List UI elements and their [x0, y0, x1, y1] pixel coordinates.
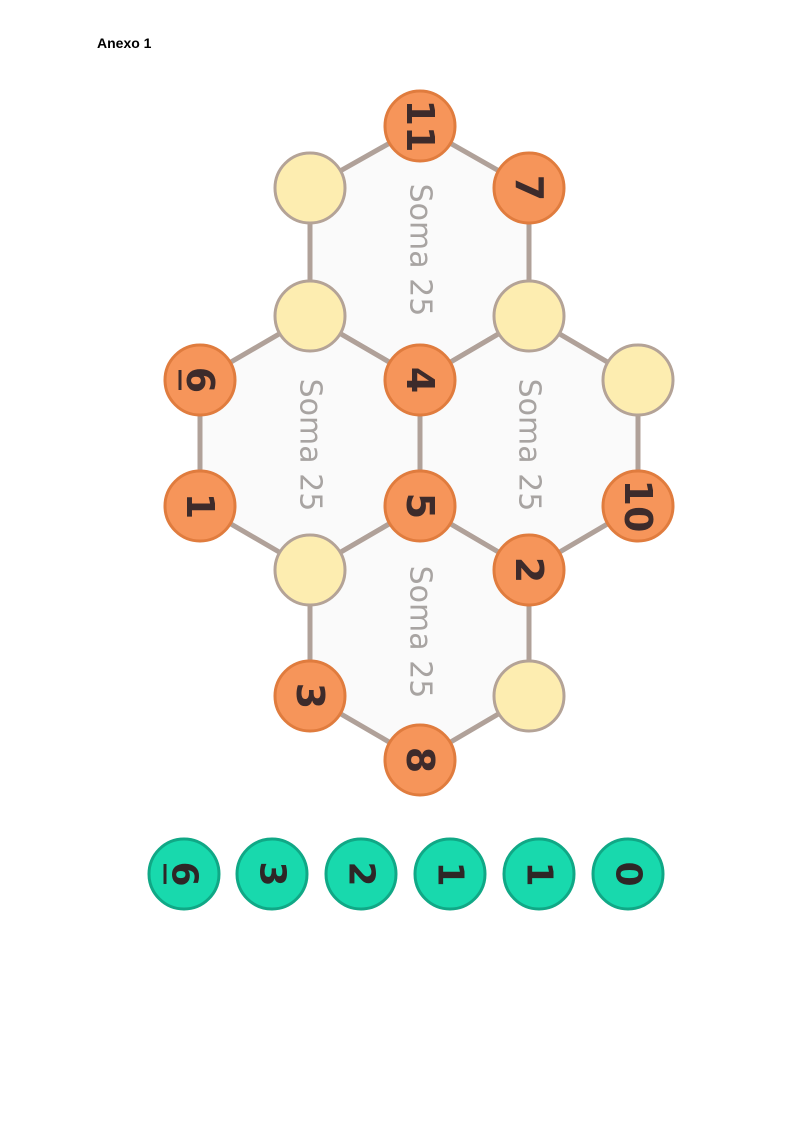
orange-circle [163, 343, 237, 417]
number-node: 8 [383, 723, 457, 797]
node-value: 11 [398, 100, 442, 153]
orange-circle [383, 343, 457, 417]
number-token[interactable]: 1 [502, 837, 576, 911]
token-value: 0 [608, 861, 649, 886]
orange-circle [163, 469, 237, 543]
token-circle [591, 837, 665, 911]
yellow-circle [273, 279, 347, 353]
node-value: 8 [398, 747, 442, 773]
number-node: 7 [492, 151, 566, 225]
number-node: 6 [163, 343, 237, 417]
node-value: 4 [398, 367, 442, 393]
token-circle [502, 837, 576, 911]
token-value: 6 [164, 861, 205, 886]
hex-sum-label: Soma 25 [512, 379, 547, 512]
number-token[interactable]: 3 [235, 837, 309, 911]
empty-node-slot[interactable] [273, 279, 347, 353]
number-node: 4 [383, 343, 457, 417]
number-token[interactable]: 1 [413, 837, 487, 911]
token-circle [324, 837, 398, 911]
empty-node-slot[interactable] [492, 279, 566, 353]
annex-title: Anexo 1 [97, 35, 152, 51]
token-circle [235, 837, 309, 911]
yellow-circle [273, 151, 347, 225]
token-value: 1 [430, 861, 471, 886]
number-node: 10 [601, 469, 675, 543]
empty-node-slot[interactable] [273, 533, 347, 607]
number-node: 2 [492, 533, 566, 607]
number-node: 3 [273, 659, 347, 733]
orange-circle [383, 469, 457, 543]
number-node: 11 [383, 89, 457, 163]
empty-node-slot[interactable] [492, 659, 566, 733]
yellow-circle [273, 533, 347, 607]
node-value: 1 [178, 493, 222, 519]
node-value: 3 [288, 683, 332, 709]
orange-circle [601, 469, 675, 543]
token-value: 3 [252, 861, 293, 886]
number-token[interactable]: 0 [591, 837, 665, 911]
number-node: 1 [163, 469, 237, 543]
node-value: 10 [616, 480, 660, 533]
token-circle [147, 837, 221, 911]
orange-circle [273, 659, 347, 733]
node-value: 7 [507, 175, 551, 201]
orange-circle [492, 151, 566, 225]
orange-circle [383, 723, 457, 797]
orange-circle [383, 89, 457, 163]
yellow-circle [492, 659, 566, 733]
node-value: 2 [507, 557, 551, 583]
token-value: 1 [519, 861, 560, 886]
hex-sum-label: Soma 25 [403, 184, 438, 317]
number-token[interactable]: 2 [324, 837, 398, 911]
number-token[interactable]: 6 [147, 837, 221, 911]
empty-node-slot[interactable] [601, 343, 675, 417]
number-node: 5 [383, 469, 457, 543]
token-value: 2 [341, 861, 382, 886]
hex-sum-label: Soma 25 [403, 566, 438, 699]
token-circle [413, 837, 487, 911]
yellow-circle [492, 279, 566, 353]
orange-circle [492, 533, 566, 607]
empty-node-slot[interactable] [273, 151, 347, 225]
hex-sum-label: Soma 25 [293, 379, 328, 512]
yellow-circle [601, 343, 675, 417]
node-value: 5 [398, 493, 442, 519]
node-value: 6 [178, 367, 222, 393]
